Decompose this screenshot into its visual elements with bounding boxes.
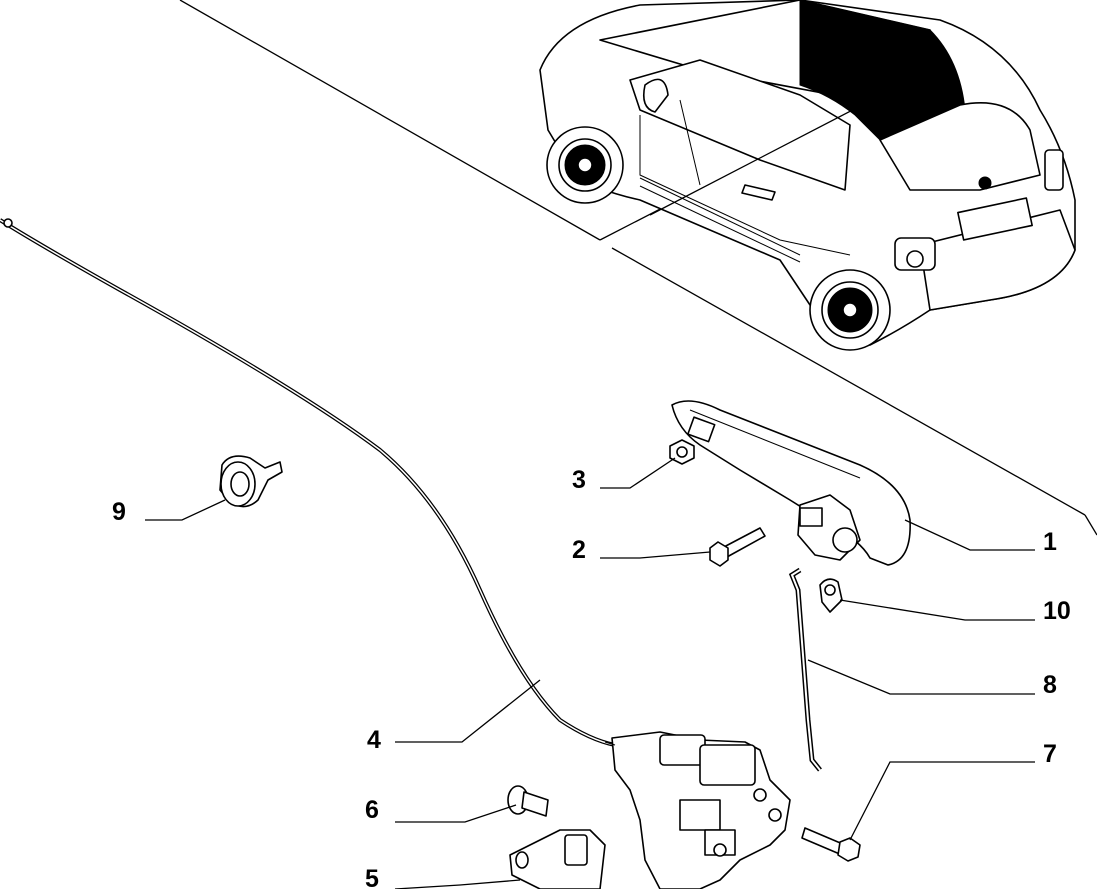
callout-3: 3: [572, 466, 586, 494]
callout-8: 8: [1043, 671, 1057, 699]
callout-2: 2: [572, 536, 586, 564]
part-7-bolt: [801, 827, 861, 862]
part-10-small-clip: [819, 578, 843, 613]
callout-9: 9: [112, 498, 126, 526]
callout-6: 6: [365, 796, 379, 824]
part-1-door-handle: [671, 400, 911, 566]
part-6-screw: [507, 785, 549, 817]
part-8-rod: [788, 567, 822, 772]
part-4-release-cable: [0, 218, 616, 747]
part-2-bolt: [709, 527, 766, 567]
callout-1: 1: [1043, 528, 1057, 556]
part-9-clip: [219, 455, 283, 508]
callout-7: 7: [1043, 740, 1057, 768]
callout-10: 10: [1043, 597, 1071, 625]
callout-5: 5: [365, 865, 379, 889]
leader-lines: [145, 457, 1035, 889]
part-5-striker: [509, 829, 606, 889]
part-3-nut: [669, 439, 695, 465]
door-lock-body: [604, 731, 791, 889]
callout-4: 4: [367, 726, 381, 754]
car-illustration: [539, 0, 1076, 351]
callout-labels: 9 3 2 4 6 5 1 10 8 7: [112, 466, 1071, 889]
